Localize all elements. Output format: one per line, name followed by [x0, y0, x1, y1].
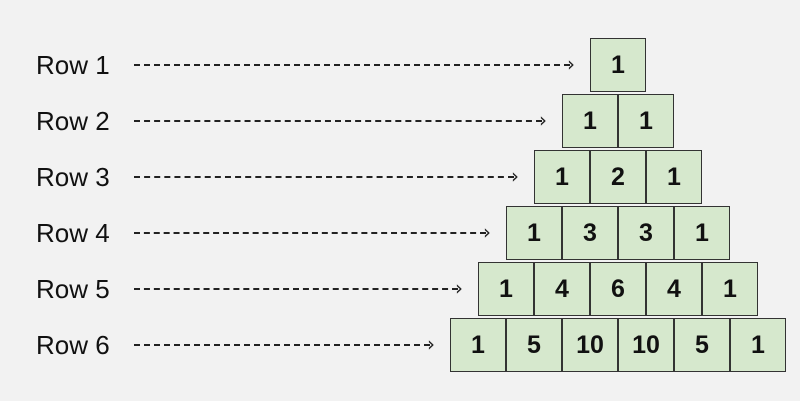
- triangle-cell: 1: [702, 262, 758, 316]
- triangle-cell: 2: [590, 150, 646, 204]
- dashed-arrow-line: [134, 232, 486, 234]
- triangle-cell: 4: [646, 262, 702, 316]
- dashed-arrow-line: [134, 120, 542, 122]
- arrow-head-icon: ›: [427, 332, 435, 356]
- triangle-cell: 1: [478, 262, 534, 316]
- dashed-arrow-line: [134, 288, 458, 290]
- arrow-head-icon: ›: [455, 276, 463, 300]
- triangle-cell: 6: [590, 262, 646, 316]
- dashed-arrow-line: [134, 176, 514, 178]
- triangle-cell: 1: [730, 318, 786, 372]
- triangle-cell: 1: [534, 150, 590, 204]
- triangle-cell: 1: [450, 318, 506, 372]
- triangle-cell: 4: [534, 262, 590, 316]
- triangle-cell: 1: [618, 94, 674, 148]
- triangle-cell: 10: [562, 318, 618, 372]
- triangle-cell: 5: [506, 318, 562, 372]
- row-label: Row 1: [36, 50, 110, 80]
- triangle-cell: 1: [562, 94, 618, 148]
- triangle-cell: 5: [674, 318, 730, 372]
- arrow-head-icon: ›: [539, 108, 547, 132]
- row-label: Row 4: [36, 218, 110, 248]
- arrow-head-icon: ›: [511, 164, 519, 188]
- triangle-cell: 1: [674, 206, 730, 260]
- triangle-cell: 1: [646, 150, 702, 204]
- triangle-cell: 1: [590, 38, 646, 92]
- row-label: Row 5: [36, 274, 110, 304]
- arrow-head-icon: ›: [567, 52, 575, 76]
- row-label: Row 2: [36, 106, 110, 136]
- triangle-cell: 3: [562, 206, 618, 260]
- dashed-arrow-line: [134, 344, 430, 346]
- dashed-arrow-line: [134, 64, 570, 66]
- triangle-cell: 3: [618, 206, 674, 260]
- arrow-head-icon: ›: [483, 220, 491, 244]
- triangle-cell: 10: [618, 318, 674, 372]
- row-label: Row 3: [36, 162, 110, 192]
- triangle-cell: 1: [506, 206, 562, 260]
- row-label: Row 6: [36, 330, 110, 360]
